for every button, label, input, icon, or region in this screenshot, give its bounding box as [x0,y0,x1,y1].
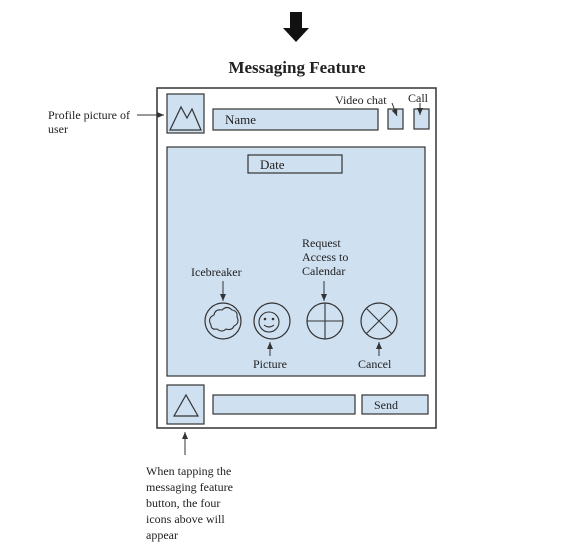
tapping-note-line-2: messaging feature [146,480,233,494]
crosshair-icon [307,303,343,339]
request-calendar-label-line-3: Calendar [302,264,346,278]
cancel-button[interactable] [360,302,398,340]
cancel-x-icon [365,307,393,335]
request-calendar-label-line-2: Access to [302,250,349,264]
tapping-note-line-5: appear [146,528,178,542]
date-label: Date [260,157,285,172]
name-label: Name [225,112,257,127]
icebreaker-label: Icebreaker [191,265,242,279]
picture-button[interactable] [253,302,291,340]
triangle-icon [172,393,200,417]
request-calendar-button[interactable] [306,302,344,340]
cancel-label: Cancel [358,357,392,371]
request-calendar-label-line-1: Request [302,236,341,250]
diagram-title: Messaging Feature [228,58,366,77]
message-input[interactable] [212,394,356,415]
profile-picture-annotation-line-2: user [48,122,68,136]
icebreaker-button[interactable] [204,302,242,340]
mountain-icon [169,105,202,131]
tapping-note-line-3: button, the four [146,496,221,510]
attachment-button[interactable] [166,384,205,425]
chat-area [166,146,426,377]
profile-picture-annotation-line-1: Profile picture of [48,108,130,122]
send-button[interactable] [361,394,429,415]
picture-label: Picture [253,357,287,371]
send-label: Send [374,398,398,412]
tapping-note-line-1: When tapping the [146,464,232,478]
smiley-icon [258,311,280,333]
call-label: Call [408,91,428,105]
profile-picture[interactable] [166,93,205,134]
cloud-icon [208,306,239,332]
video-chat-label: Video chat [335,93,387,107]
date-box [247,154,343,174]
down-arrow-icon [283,12,309,42]
tapping-note-line-4: icons above will [146,512,225,526]
name-field[interactable] [212,108,379,131]
call-button[interactable] [413,108,430,130]
